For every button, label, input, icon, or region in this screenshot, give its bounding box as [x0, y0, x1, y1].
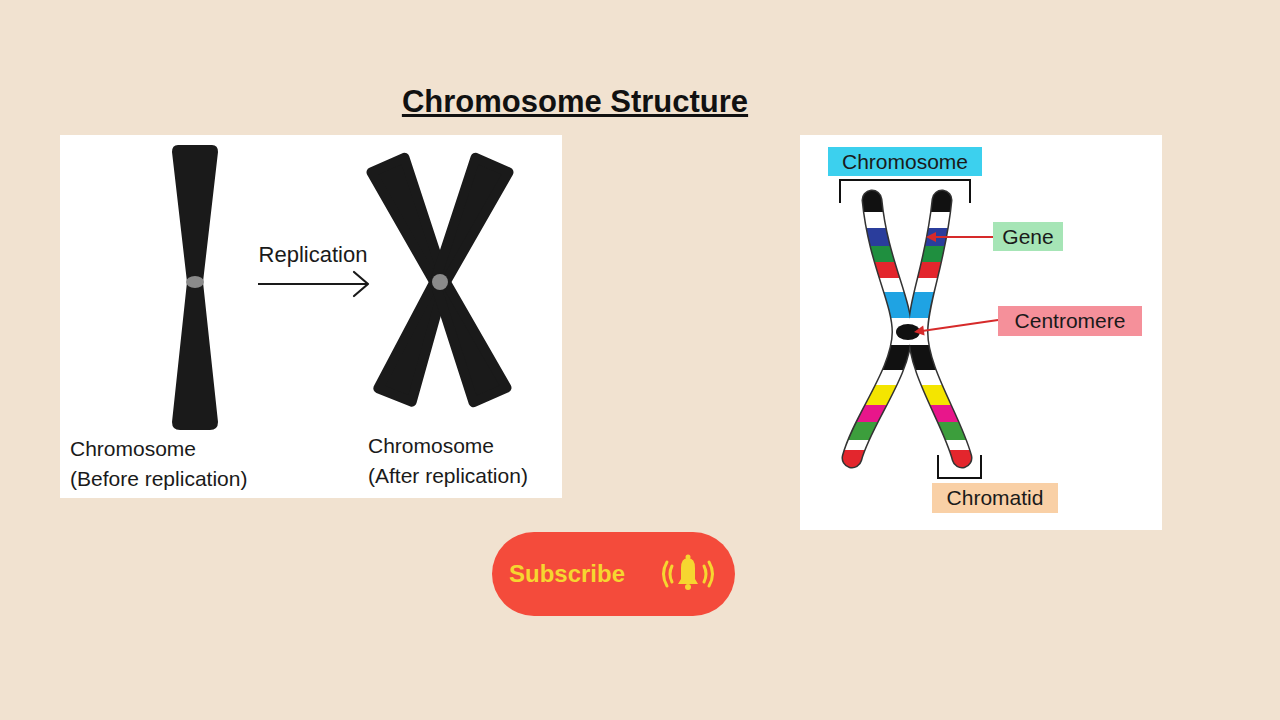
label-text: Chromosome: [842, 150, 968, 174]
sound-wave: [709, 562, 713, 586]
sound-wave: [664, 562, 668, 586]
band: [830, 385, 990, 405]
band: [830, 185, 990, 212]
gene-leader: [926, 232, 993, 242]
left-panel: [60, 135, 562, 498]
band: [830, 278, 990, 292]
band: [830, 212, 990, 228]
chromatid-arm: [378, 280, 444, 402]
label-text: Gene: [1002, 225, 1053, 249]
subscribe-button: Subscribe: [492, 532, 735, 616]
chromatid-arm: [435, 158, 508, 284]
right-panel: [800, 135, 1162, 530]
label-text: Chromatid: [947, 486, 1044, 510]
chromatid-arm: [435, 280, 506, 402]
chromosome-shape: [172, 145, 218, 430]
bell-icon: [664, 555, 713, 591]
leader-head: [926, 232, 936, 242]
leader-head: [914, 326, 925, 336]
chromatid-arm: [372, 158, 445, 284]
leader-line: [922, 320, 998, 331]
band: [830, 246, 990, 262]
chromosome-illustration: Chromosome (Before replication): [70, 140, 258, 495]
band: [830, 262, 990, 278]
centromere-dot: [186, 276, 204, 288]
button-text: Subscribe: [509, 560, 625, 588]
band: [830, 292, 990, 318]
bell-body: [678, 558, 698, 584]
label-tag: Gene: [993, 222, 1063, 251]
label-tag: Chromatid: [932, 483, 1058, 513]
band: [830, 345, 990, 370]
chromosome-before: [172, 145, 218, 430]
bell-clapper: [685, 584, 691, 590]
chromatid-bracket: [938, 455, 981, 478]
chromosome-bracket: [840, 180, 970, 203]
caption-text: Chromosome (Before replication): [70, 434, 258, 494]
band: [830, 370, 990, 385]
centromere-dot: [432, 274, 448, 290]
banded-chromosome: [830, 185, 990, 475]
edge-label: Replication: [259, 242, 368, 268]
diagram-title: Chromosome Structure: [0, 84, 1150, 120]
band: [830, 450, 990, 475]
centromere-leader: [914, 320, 998, 336]
band: [830, 318, 990, 345]
label-tag: Centromere: [998, 306, 1142, 336]
band: [830, 405, 990, 422]
band: [830, 422, 990, 440]
chromosome-after: [372, 158, 509, 403]
chromosome-illustration: Chromosome (After replication): [368, 140, 558, 495]
leader-line: [934, 236, 993, 238]
gene-bands: [830, 185, 990, 475]
sound-wave: [704, 566, 706, 582]
caption-text: Chromosome (After replication): [368, 431, 540, 491]
arrow-shaft: [258, 283, 368, 285]
label-text: Centromere: [1015, 309, 1126, 333]
label-tag: Chromosome: [828, 147, 982, 176]
band: [830, 440, 990, 450]
replication-arrow: [258, 272, 368, 296]
sound-wave: [670, 566, 672, 582]
bell-knob: [686, 555, 691, 560]
arrow-head: [354, 272, 368, 296]
